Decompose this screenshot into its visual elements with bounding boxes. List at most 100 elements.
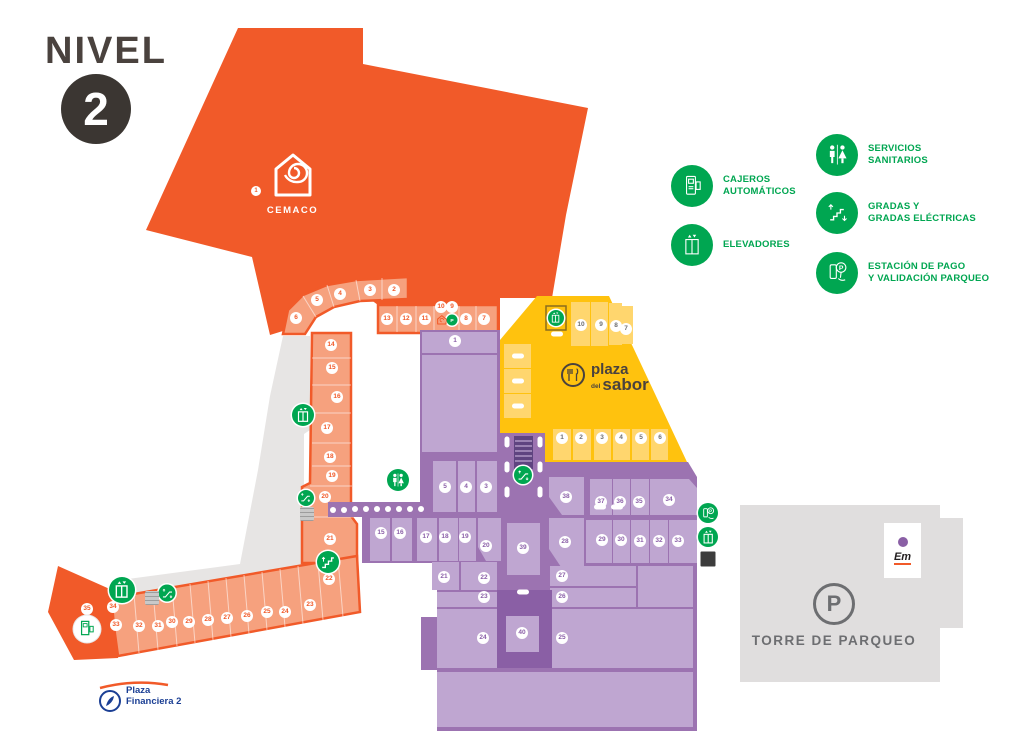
restroom-icon [816, 134, 858, 176]
orange-shop-24: 24 [279, 606, 291, 618]
purple-shop-20: 20 [480, 540, 492, 552]
kiosk-marker [537, 461, 543, 473]
purple-shop-24: 24 [477, 632, 489, 644]
payment-small-icon: P [446, 314, 458, 326]
orange-shop-15: 15 [326, 362, 338, 374]
elevator-icon [671, 224, 713, 266]
legend-label-elevators: ELEVADORES [723, 238, 790, 250]
torre-label: TORRE DE PARQUEO [751, 633, 917, 648]
food-court-shop-7: 7 [620, 323, 632, 335]
kiosk-marker [407, 506, 413, 512]
payment-icon: P [698, 503, 718, 523]
legend-item-payment: P ESTACIÓN DE PAGO Y VALIDACIÓN PARQUEO [816, 252, 1024, 294]
kiosk-marker [396, 506, 402, 512]
level-number: 2 [83, 83, 109, 135]
kiosk-marker [330, 507, 336, 513]
kiosk-marker [512, 403, 524, 409]
purple-shop-1: 1 [449, 335, 461, 347]
cutlery-icon [560, 362, 586, 393]
purple-shop-28: 28 [559, 536, 571, 548]
atm-icon [671, 165, 713, 207]
kiosk-marker [517, 589, 529, 595]
escalator-icon [298, 490, 314, 506]
stairs-icon [317, 551, 339, 573]
food-court-shop-8: 8 [610, 320, 622, 332]
kiosk-marker [611, 504, 623, 510]
legend-item-elevators: ELEVADORES [671, 224, 901, 266]
orange-shop-8: 8 [460, 313, 472, 325]
kiosk-marker [374, 506, 380, 512]
cemaco-store: 1 CEMACO [251, 152, 330, 216]
em-store-card: Em [884, 523, 921, 578]
orange-shop-26: 26 [241, 610, 253, 622]
purple-shop-40: 40 [516, 627, 528, 639]
pf-line1: Plaza [126, 685, 151, 696]
cemaco-area [146, 28, 588, 335]
kiosk-marker [537, 486, 543, 498]
purple-shop-15: 15 [375, 527, 387, 539]
purple-shop-39: 39 [517, 542, 529, 554]
orange-shop-35: 35 [81, 603, 93, 615]
em-store-badge [897, 536, 908, 547]
orange-shop-2: 2 [388, 284, 400, 296]
kiosk-marker [363, 506, 369, 512]
svg-text:P: P [709, 508, 712, 513]
payment-icon: P [816, 252, 858, 294]
parking-letter: P [826, 591, 842, 616]
kiosk-marker [352, 506, 358, 512]
orange-shop-13: 13 [381, 313, 393, 325]
food-court-shop-5: 5 [635, 432, 647, 444]
food-court-area [500, 296, 687, 462]
stairs-gray-icon [145, 591, 159, 605]
kiosk-marker [504, 486, 510, 498]
orange-arc-dividers [302, 278, 383, 318]
escalator-bank [514, 436, 533, 469]
orange-shop-28: 28 [202, 614, 214, 626]
orange-shop-34: 34 [107, 601, 119, 613]
elevator-icon [548, 310, 564, 326]
restroom-icon [387, 469, 409, 491]
purple-shop-35: 35 [633, 496, 645, 508]
orange-shop-9: 9 [446, 301, 458, 313]
plaza-financiera-icon [99, 681, 169, 712]
orange-shop-17: 17 [321, 422, 333, 434]
orange-shop-16: 16 [331, 391, 343, 403]
elevator-icon [698, 527, 718, 547]
pds-line1: plaza [591, 361, 629, 379]
orange-shop-27: 27 [221, 612, 233, 624]
purple-shop-25: 25 [556, 632, 568, 644]
legend-item-stairs: GRADAS Y GRADAS ELÉCTRICAS [816, 192, 1024, 234]
orange-shop-10: 10 [435, 301, 447, 313]
plaza-financiera-logo: Plaza Financiera 2 [90, 678, 200, 718]
purple-shop-21: 21 [438, 571, 450, 583]
purple-shop-4: 4 [460, 481, 472, 493]
pds-line3: sabor [602, 374, 649, 394]
orange-shop-6: 6 [290, 312, 302, 324]
kiosk-marker [594, 504, 606, 510]
legend-item-atm: CAJEROS AUTOMÁTICOS [671, 165, 901, 207]
purple-shop-16: 16 [394, 527, 406, 539]
kiosk-marker [418, 506, 424, 512]
atm-light-icon [73, 615, 101, 643]
purple-shop-34: 34 [663, 494, 675, 506]
escalator-icon [816, 192, 858, 234]
dark-square-icon [700, 551, 716, 567]
purple-shop-31: 31 [634, 535, 646, 547]
kiosk-marker [512, 353, 524, 359]
purple-shop-17: 17 [420, 531, 432, 543]
orange-shop-4: 4 [334, 288, 346, 300]
orange-shop-32: 32 [133, 620, 145, 632]
orange-shop-11: 11 [419, 313, 431, 325]
purple-shop-18: 18 [439, 531, 451, 543]
kiosk-marker [551, 331, 563, 337]
orange-shop-19: 19 [326, 470, 338, 482]
orange-shop-29: 29 [183, 616, 195, 628]
kiosk-marker [512, 378, 524, 384]
orange-shop-7: 7 [478, 313, 490, 325]
purple-shop-33: 33 [672, 535, 684, 547]
house-small-icon [436, 314, 449, 327]
legend-label-stairs: GRADAS Y GRADAS ELÉCTRICAS [868, 200, 976, 224]
